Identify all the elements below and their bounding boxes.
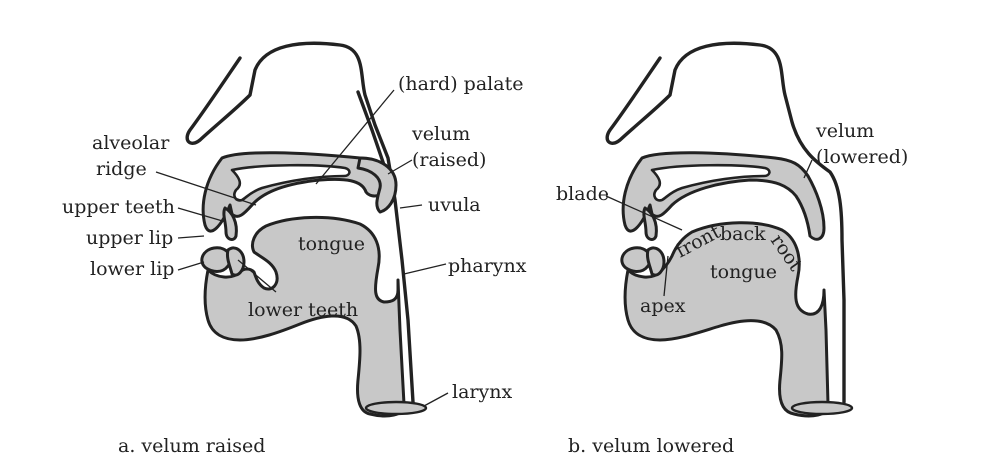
label-larynx: larynx: [452, 381, 512, 403]
panel-b-velum-lowered: velum (lowered) blade front back root to…: [556, 41, 908, 457]
larynx-ring-b: [790, 400, 854, 416]
label-tongue-a: tongue: [298, 233, 365, 255]
tongue-jaw-b: [623, 221, 830, 418]
pharynx-back-wall-a: [356, 90, 386, 167]
label-alveolar: alveolar: [92, 132, 170, 154]
tongue-jaw-a: [203, 216, 406, 418]
upper-teeth-a: [222, 206, 238, 241]
caption-a: a. velum raised: [118, 435, 265, 457]
label-lower-lip: lower lip: [90, 258, 174, 280]
label-lower-teeth: lower teeth: [248, 299, 358, 321]
caption-b: b. velum lowered: [568, 435, 734, 457]
label-velum-raised: (raised): [412, 149, 486, 171]
label-back: back: [720, 223, 766, 245]
label-hard-palate: (hard) palate: [398, 73, 523, 95]
lower-lip-b: [620, 246, 652, 273]
label-upper-teeth: upper teeth: [62, 196, 175, 218]
label-upper-lip: upper lip: [86, 227, 173, 249]
palate-cavity-b: [650, 163, 771, 202]
leader-lines-b: [605, 159, 813, 297]
label-velum-a: velum: [411, 123, 470, 145]
panel-a-velum-raised: (hard) palate velum (raised) alveolar ri…: [62, 41, 527, 457]
leader-lines-a: [155, 89, 449, 407]
head-outline-a: [185, 41, 415, 404]
larynx-ring-a: [364, 400, 428, 416]
label-velum-b: velum: [815, 120, 874, 142]
head-outline-b: [605, 41, 846, 404]
label-tongue-b: tongue: [710, 261, 777, 283]
label-apex: apex: [640, 295, 686, 317]
label-pharynx: pharynx: [448, 255, 527, 277]
lower-teeth-a: [226, 246, 246, 277]
label-velum-lowered: (lowered): [816, 146, 908, 168]
velum-raised-a: [356, 156, 398, 214]
label-uvula: uvula: [428, 194, 481, 216]
lower-lip-a: [200, 246, 232, 273]
label-blade: blade: [556, 183, 609, 205]
upper-teeth-b: [642, 206, 658, 241]
label-ridge: ridge: [96, 158, 147, 180]
palate-cavity-a: [230, 163, 351, 202]
lower-teeth-b: [646, 246, 666, 277]
